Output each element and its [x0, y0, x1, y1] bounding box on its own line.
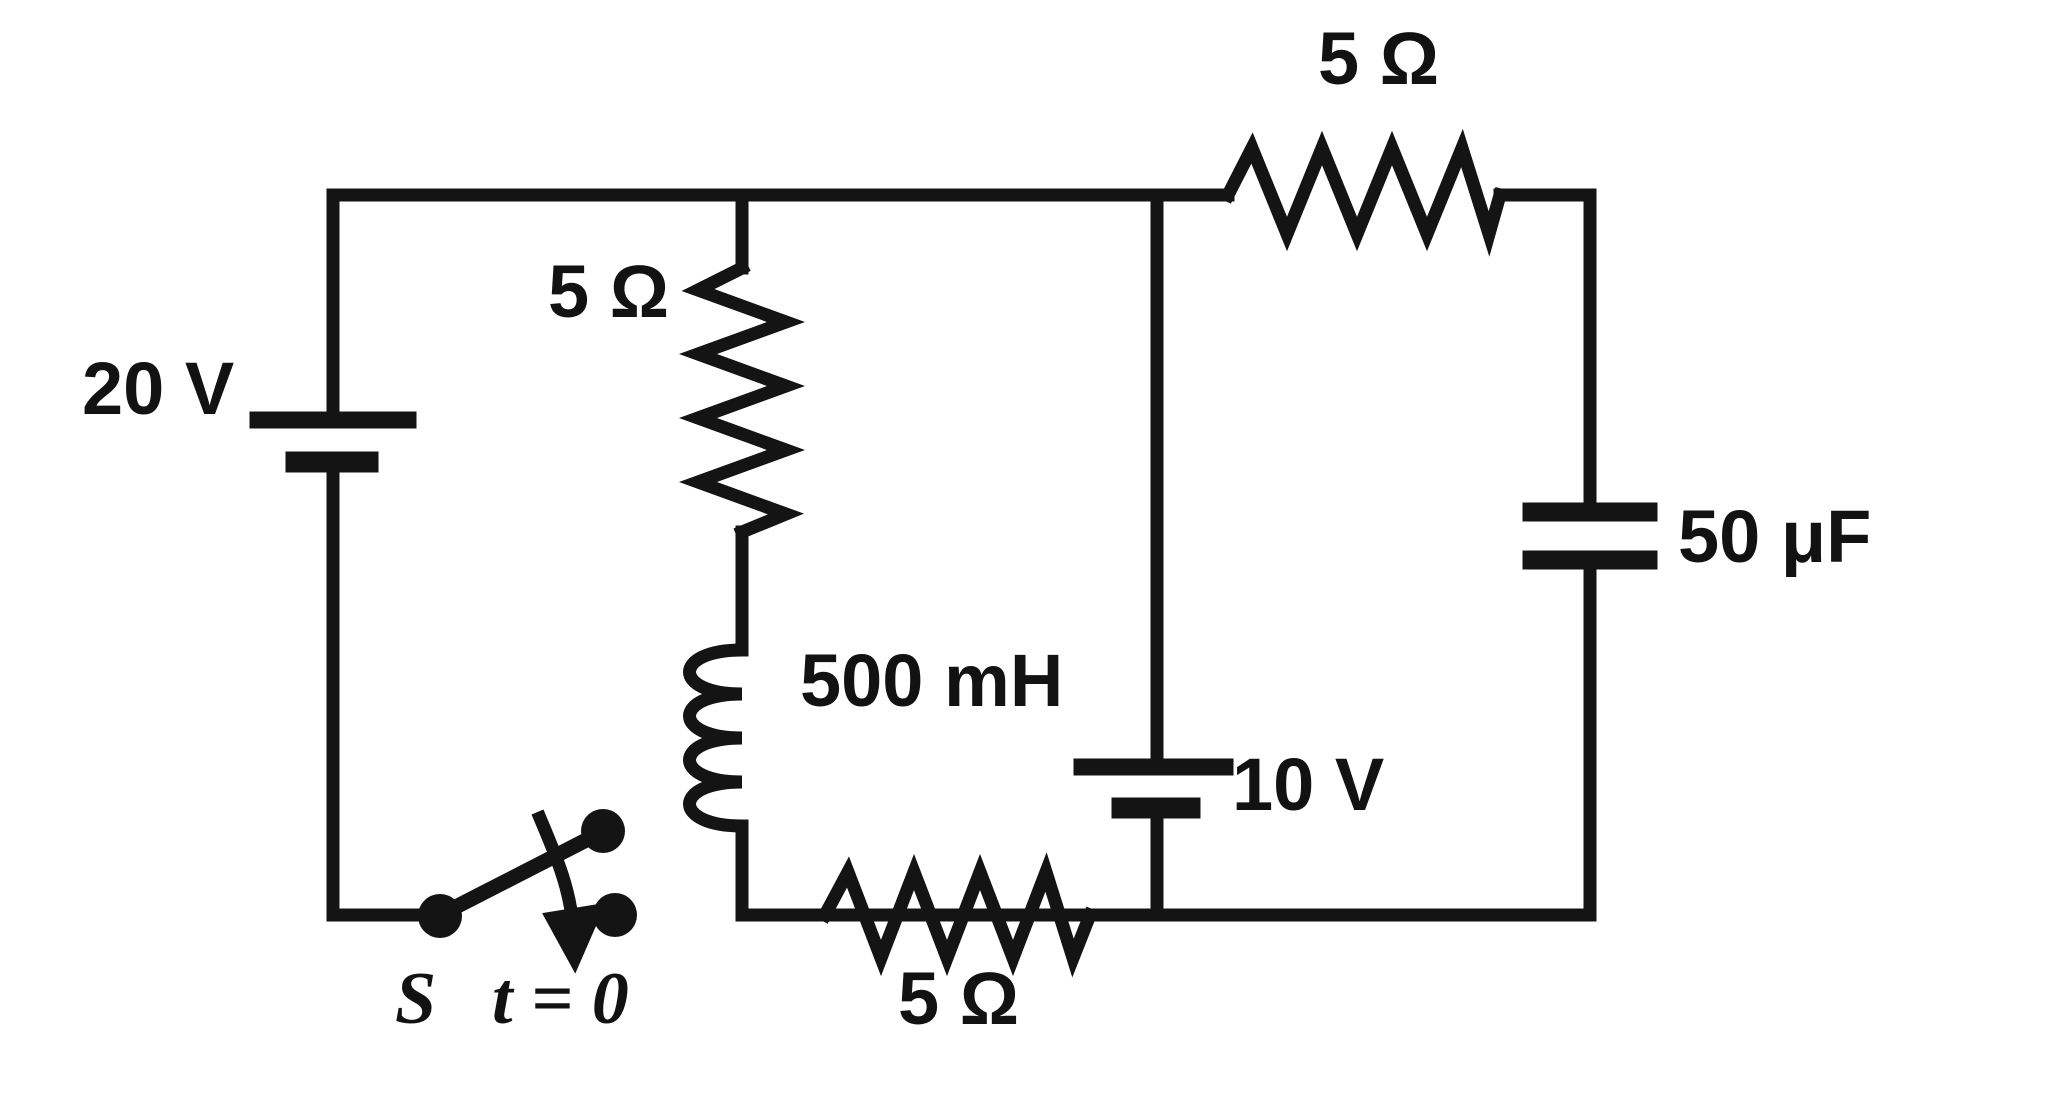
- label-source-10v: 10 V: [1232, 743, 1385, 826]
- label-source-20v: 20 V: [82, 347, 235, 430]
- inductor-coils: [683, 643, 749, 833]
- label-capacitor: 50 μF: [1678, 495, 1872, 578]
- wire-top-right: [1493, 188, 1597, 512]
- switch-blade: [429, 822, 611, 926]
- label-inductor: 500 mH: [800, 639, 1064, 722]
- label-resistor-top-right: 5 Ω: [1318, 17, 1440, 100]
- switch-close-arrowhead: [542, 902, 607, 974]
- label-switch-time: t = 0: [492, 958, 629, 1040]
- label-resistor-bottom: 5 Ω: [898, 957, 1020, 1040]
- label-switch: S: [395, 958, 437, 1040]
- resistor-top-right-zigzag: [1219, 128, 1509, 257]
- resistor-left-zigzag: [678, 259, 806, 541]
- switch-upper-terminal-dot: [581, 809, 625, 853]
- label-resistor-left: 5 Ω: [548, 250, 670, 333]
- switch-pivot-dot: [418, 894, 462, 938]
- resistor-bottom-zigzag: [816, 852, 1099, 978]
